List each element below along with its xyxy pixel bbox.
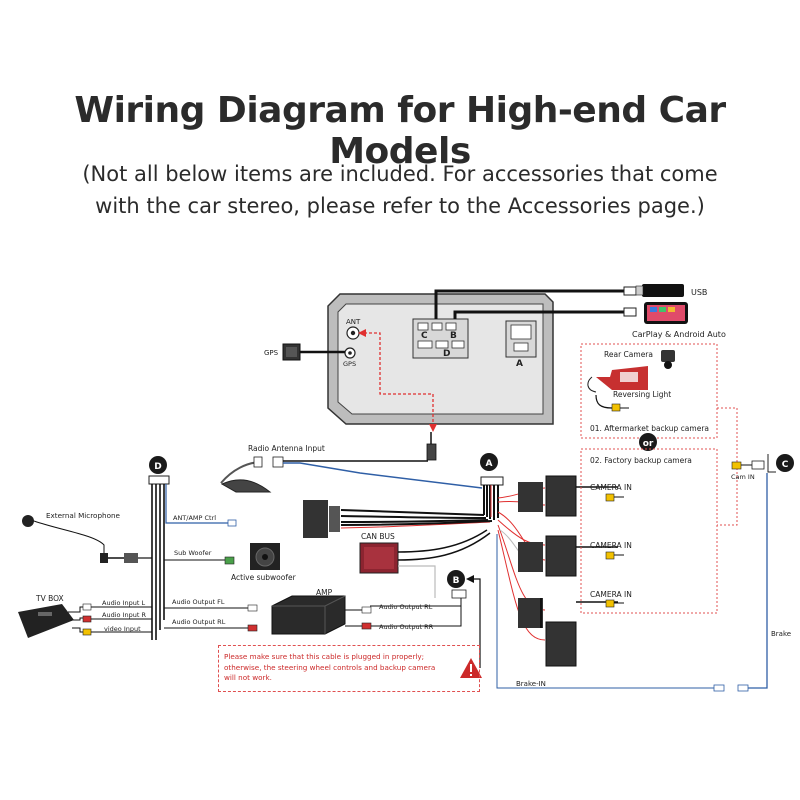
audio-input-r-label: Audio Input R: [102, 611, 146, 619]
sub-woofer-label: Sub Woofer: [174, 549, 212, 557]
port-b-label: B: [450, 331, 457, 341]
ant-amp-ctrl-label: ANT/AMP Ctrl: [173, 514, 216, 522]
camera-in-label-2: CAMERA IN: [590, 541, 632, 550]
audio-output-fl-label: Audio Output FL: [172, 598, 225, 606]
warning-icon: [460, 658, 482, 678]
page-subtitle: (Not all below items are included. For a…: [0, 158, 800, 222]
gps-port-label: GPS: [343, 360, 356, 368]
usb-label: USB: [691, 288, 707, 297]
brake-in-label: Brake-IN: [516, 680, 546, 688]
warning-text: Please make sure that this cable is plug…: [224, 652, 436, 682]
radio-antenna: Radio Antenna Input: [220, 432, 483, 493]
audio-output-rr-label: Audio Output RR: [379, 623, 434, 631]
cam-in-label: Cam IN: [731, 473, 755, 481]
usb-stick: [642, 284, 684, 297]
carplay-label: CarPlay & Android Auto: [632, 330, 726, 339]
marker-c-label: C: [782, 460, 789, 470]
rear-camera-label: Rear Camera: [604, 350, 653, 359]
subtitle-line-1: (Not all below items are included. For a…: [82, 162, 718, 186]
audio-output-rl-front-label: Audio Output RL: [172, 618, 226, 626]
external-mic-label: External Microphone: [46, 511, 121, 520]
or-marker-label: or: [643, 439, 654, 449]
marker-d-label: D: [154, 462, 161, 472]
can-bus-module: CAN BUS: [359, 529, 491, 598]
page-title: Wiring Diagram for High-end Car Models: [74, 90, 726, 172]
brake-label: Brake: [771, 630, 791, 638]
radio-antenna-label: Radio Antenna Input: [248, 444, 325, 453]
marker-c: [776, 454, 794, 472]
port-c-label: C: [421, 331, 428, 341]
factory-camera-box: 02. Factory backup camera CAMERA IN CAME…: [580, 448, 718, 614]
marker-a-label: A: [486, 459, 493, 469]
head-unit: ANT GPS C B D A: [327, 293, 554, 425]
subtitle-line-2: with the car stereo, please refer to the…: [95, 194, 705, 218]
camera-connectors: [518, 475, 618, 667]
reversing-light-label: Reversing Light: [613, 390, 671, 399]
or-marker: [639, 433, 657, 451]
port-d-label: D: [443, 349, 450, 359]
marker-b-label: B: [453, 576, 460, 586]
port-a-label: A: [516, 359, 523, 369]
usb-carplay-wiring: USB CarPlay & Android Auto: [434, 284, 726, 339]
marker-b: [447, 570, 465, 588]
audio-input-l-label: Audio Input L: [102, 599, 145, 607]
can-bus-label: CAN BUS: [361, 532, 395, 541]
tv-box-icon: [18, 604, 74, 638]
tv-box-label: TV BOX: [35, 594, 64, 603]
audio-output-rl-label: Audio Output RL: [379, 603, 433, 611]
amp-label: AMP: [316, 588, 333, 597]
microphone-icon: [22, 515, 34, 527]
warning-box: [218, 645, 480, 692]
marker-a: [480, 453, 498, 471]
camera-icon: [661, 350, 675, 362]
aftermarket-option-label: 01. Aftermarket backup camera: [590, 424, 709, 433]
camera-in-label-1: CAMERA IN: [590, 483, 632, 492]
brake-wire: [748, 473, 768, 689]
gps-module: GPS: [264, 343, 345, 361]
amplifier: AMP Audio Output RL Audio Output RR: [271, 588, 434, 635]
aftermarket-camera-box: Rear Camera Reversing Light 01. Aftermar…: [580, 343, 718, 439]
video-input-label: video Input: [104, 625, 141, 633]
gps-module-label: GPS: [264, 349, 279, 357]
antenna-route: [364, 332, 434, 430]
marker-b-group: B: [370, 570, 481, 668]
marker-d: [149, 456, 167, 474]
ant-port-label: ANT: [346, 318, 361, 326]
active-subwoofer-label: Active subwoofer: [231, 573, 297, 582]
harness-d: D ANT/AMP Ctrl Sub Woofer Active subwoof…: [18, 456, 297, 640]
factory-option-label: 02. Factory backup camera: [590, 456, 692, 465]
camera-in-label-3: CAMERA IN: [590, 590, 632, 599]
